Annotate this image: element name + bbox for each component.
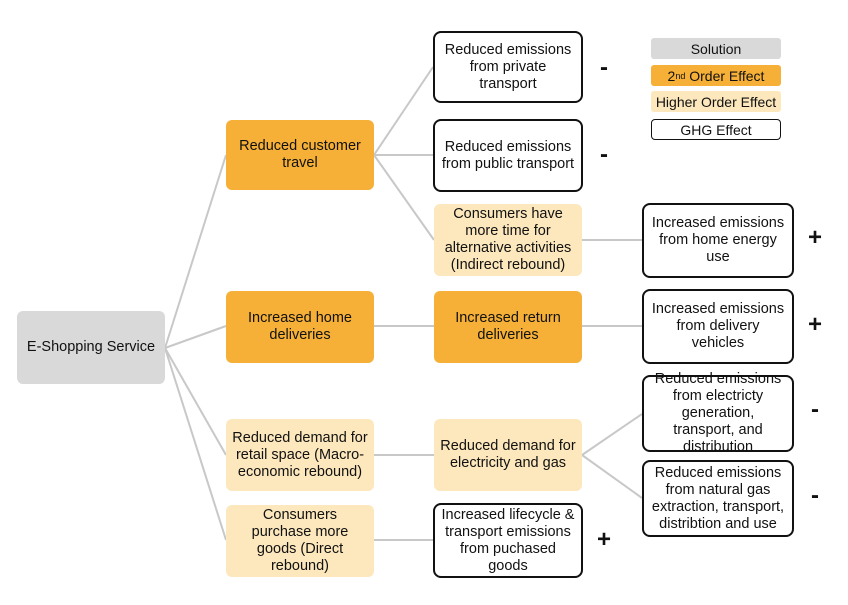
connector: [581, 454, 643, 499]
sign-public-transport: -: [600, 141, 608, 168]
connector: [373, 66, 434, 156]
node-increased-return-deliveries: Increased return deliveries: [434, 291, 582, 363]
connector: [164, 154, 227, 349]
legend-ghg-effect: GHG Effect: [651, 119, 781, 140]
connector: [164, 347, 227, 541]
sign-home-energy: +: [807, 224, 822, 251]
node-reduced-retail-space: Reduced demand for retail space (Macro-e…: [226, 419, 374, 491]
sign-private-transport: -: [600, 54, 608, 81]
node-reduced-electricity-gas: Reduced demand for electricity and gas: [434, 419, 582, 491]
sign-natural-gas: -: [811, 482, 819, 509]
node-reduced-electricity-generation: Reduced emissions from electricty genera…: [642, 371, 794, 455]
node-reduced-natural-gas: Reduced emissions from natural gas extra…: [642, 460, 794, 537]
node-reduced-customer-travel: Reduced customer travel: [226, 120, 374, 190]
connector: [581, 413, 643, 456]
node-consumers-purchase-more: Consumers purchase more goods (Direct re…: [226, 505, 374, 577]
sign-lifecycle: +: [596, 526, 611, 553]
node-increased-home-deliveries: Increased home deliveries: [226, 291, 374, 363]
node-reduced-public-transport: Reduced emissions from public transport: [433, 119, 583, 192]
sign-delivery-vehicles: +: [807, 311, 822, 338]
legend-higher-order-effect: Higher Order Effect: [651, 91, 781, 112]
node-e-shopping-service: E-Shopping Service: [17, 311, 165, 384]
node-increased-home-energy: Increased emissions from home energy use: [642, 203, 794, 278]
legend-second-order-suffix: Order Effect: [685, 67, 765, 84]
connector: [164, 325, 227, 349]
node-increased-lifecycle-emissions: Increased lifecycle & transport emission…: [433, 503, 583, 578]
connector: [373, 154, 435, 241]
sign-electricity-generation: -: [811, 396, 819, 423]
legend-solution: Solution: [651, 38, 781, 59]
node-more-time-alt-activities: Consumers have more time for alternative…: [434, 204, 582, 276]
legend-second-order-prefix: 2: [667, 67, 676, 84]
node-increased-delivery-vehicles: Increased emissions from delivery vehicl…: [642, 289, 794, 364]
connector: [164, 347, 227, 456]
node-reduced-private-transport: Reduced emissions from private transport: [433, 31, 583, 103]
